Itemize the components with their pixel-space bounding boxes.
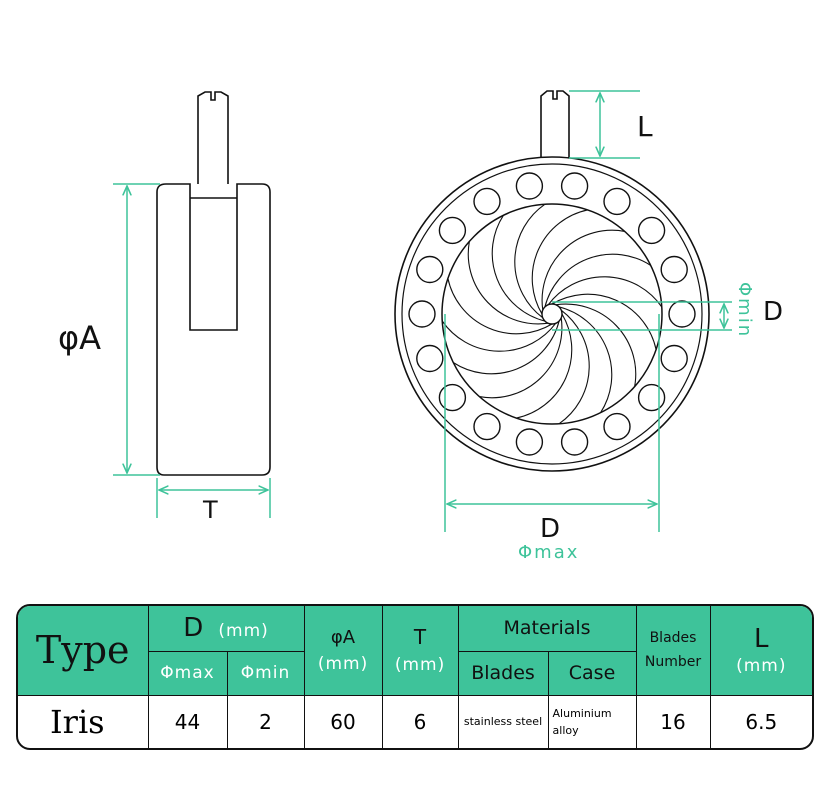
mounting-hole <box>603 187 631 216</box>
mounting-hole <box>637 383 666 412</box>
mounting-hole <box>560 428 589 456</box>
blades-number-line2: Number <box>644 654 702 671</box>
min-aperture-d-label: D <box>763 297 783 327</box>
blades-header: Blades <box>457 650 549 696</box>
phimin-value: 2 <box>226 694 305 748</box>
iris-blade-edge <box>547 276 663 308</box>
iris-blade-edge <box>544 253 652 308</box>
max-aperture-label: Φmax <box>518 542 579 563</box>
mounting-hole <box>515 428 544 456</box>
t-header-cell: T (mm) <box>381 606 459 696</box>
iris-blade-edge <box>558 306 613 414</box>
case-header: Case <box>547 650 637 696</box>
mounting-hole <box>416 255 444 284</box>
a-unit: (mm) <box>317 653 369 674</box>
mounting-hole <box>660 255 688 284</box>
type-value: Iris <box>18 694 149 748</box>
case-material-value: Aluminium alloy <box>547 694 637 748</box>
d-unit: (mm) <box>218 621 269 642</box>
case-material-line1: Aluminium <box>552 706 612 720</box>
iris-blade-edge <box>447 278 553 335</box>
iris-blades <box>441 203 663 425</box>
t-header: T <box>413 625 427 650</box>
materials-header: Materials <box>457 606 637 652</box>
mounting-hole <box>473 412 501 441</box>
a-header: φA <box>330 626 356 648</box>
mounting-hole <box>515 172 544 200</box>
mounting-hole <box>473 187 501 216</box>
l-header-cell: L (mm) <box>709 606 812 696</box>
specification-table: Type D (mm) φA (mm) T (mm) Materials Bla… <box>16 604 814 750</box>
thickness-label: T <box>202 496 218 524</box>
mounting-hole <box>438 383 467 412</box>
mounting-hole <box>668 300 696 328</box>
mounting-hole <box>660 344 688 373</box>
iris-blade-edge <box>467 241 549 325</box>
d-header: D <box>183 613 204 644</box>
phimax-header: Φmax <box>148 650 228 696</box>
iris-blade-edge <box>441 320 557 352</box>
diameter-a-label: φA <box>58 319 101 357</box>
front-view-lever <box>540 90 570 161</box>
iris-blade-edge <box>479 317 563 399</box>
iris-blade-edge <box>541 229 625 311</box>
l-unit: (mm) <box>736 656 787 677</box>
type-header: Type <box>18 606 149 696</box>
side-view-lever <box>197 91 229 184</box>
t-unit: (mm) <box>394 655 446 676</box>
side-view: φA T <box>58 91 271 524</box>
lever-length-label: L <box>637 110 653 143</box>
mounting-hole <box>438 216 467 245</box>
front-view: L Φmin D D Φmax <box>394 90 783 563</box>
iris-diaphragm-drawing: φA T L Φmin D D Φmax <box>58 90 783 563</box>
blade-material-value: stainless steel <box>457 694 549 748</box>
min-aperture-label: Φmin <box>734 282 755 338</box>
a-header-cell: φA (mm) <box>303 606 383 696</box>
max-aperture-d-label: D <box>540 514 560 544</box>
iris-blade-edge <box>514 203 546 319</box>
mounting-hole <box>560 172 589 200</box>
iris-blade-edge <box>551 293 657 350</box>
d-header-cell: D (mm) <box>147 606 305 652</box>
t-value: 6 <box>381 694 459 748</box>
phimax-value: 44 <box>147 694 228 748</box>
iris-blade-edge <box>491 214 546 322</box>
iris-blade-edge <box>531 209 588 315</box>
mounting-hole <box>603 412 631 441</box>
phimin-header: Φmin <box>226 650 305 696</box>
blades-number-line1: Blades <box>649 630 697 647</box>
l-value: 6.5 <box>709 694 812 748</box>
case-material-line2: alloy <box>552 723 579 737</box>
blades-number-header: Blades Number <box>635 606 711 696</box>
iris-blade-edge <box>452 320 560 375</box>
aperture-opening <box>541 303 563 325</box>
iris-blade-edge <box>555 303 637 387</box>
iris-blade-edge <box>558 309 590 425</box>
a-value: 60 <box>303 694 383 748</box>
side-view-body <box>156 183 271 476</box>
inner-ring <box>401 163 703 465</box>
mounting-hole <box>637 216 666 245</box>
l-header: L <box>754 624 769 655</box>
table-row: Iris 44 2 60 6 stainless steel Aluminium… <box>18 694 812 748</box>
blades-number-value: 16 <box>635 694 711 748</box>
mounting-hole <box>416 344 444 373</box>
mounting-holes <box>408 172 696 456</box>
mounting-hole <box>408 300 436 328</box>
